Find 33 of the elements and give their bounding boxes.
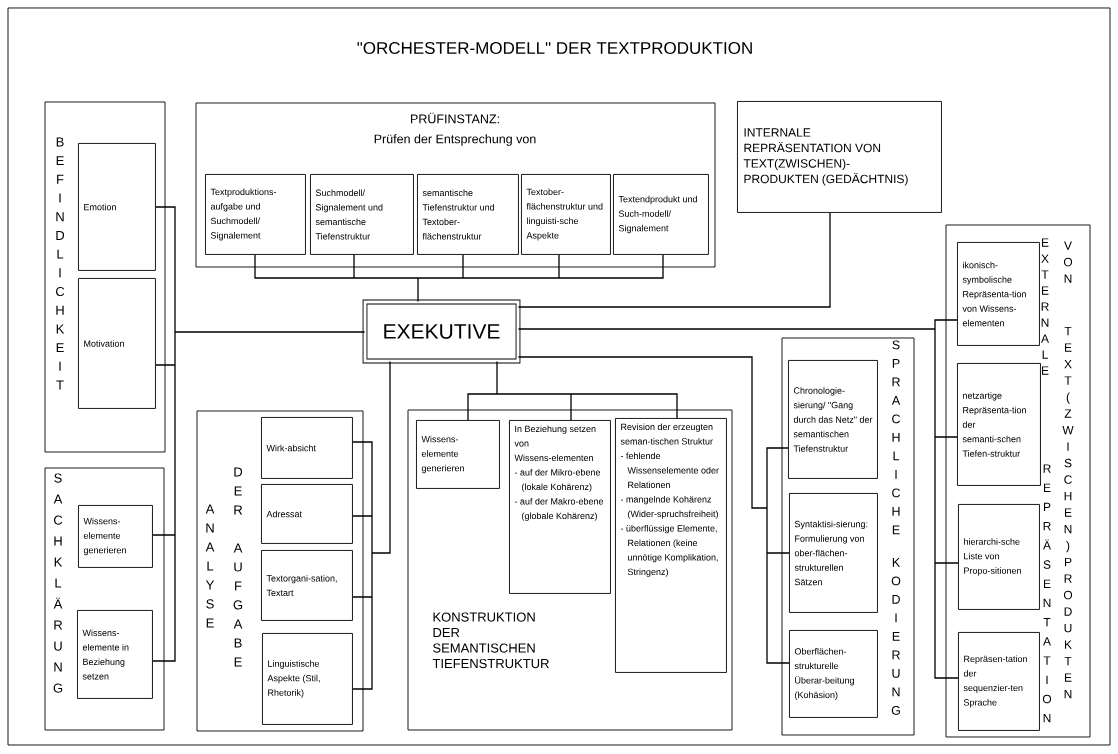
text-box: Wissens-elemente in Beziehung setzen [77,610,153,699]
text-box: Textendprodukt und Such-modell/ Signalement [613,174,709,255]
text-box: ikonisch-symbolische Repräsenta-tion von Wissens-elementen [957,242,1040,346]
text-box: Suchmodell/ Signalement und semantische Tiefenstruktur [310,174,414,255]
connector-line [152,206,366,662]
central-box: EXEKUTIVE [362,299,521,364]
text-box: Textproduktions-aufgabe und Suchmodell/ Signalement [205,174,306,255]
text-box: In Beziehung setzen von Wissens-elementen - auf der Mikro-ebene (lokale Kohärenz) - auf der Makro-ebene (globale Kohärenz) [509,420,611,594]
connector-line [517,319,959,679]
text-box: Motivation [78,278,156,409]
connector-line [254,254,664,303]
text-box: Linguistische Aspekte (Stil, Rhetorik) [262,633,353,725]
text-box: Oberflächen-strukturelle Überar-beitung (Kohäsion) [789,630,878,718]
title: "ORCHESTER-MODELL" DER TEXTPRODUKTION [357,42,752,54]
text-box: Chronologie-sierung/ "Gang durch das Netz" der semantischen Tiefenstruktur [788,360,878,479]
connector-line [467,360,678,421]
connector-line [517,356,790,664]
text-box: netzartige Repräsenta-tion der semanti-schen Tiefen-struktur [957,363,1041,486]
connector-line [352,360,391,690]
text-box: Revision der erzeugten seman-tischen Struktur - fehlende Wissenselemente oder Relationen - mangelnde Kohärenz (Wider-spruchsfreiheit) - überflüssige Elemente, Relationen (keine unnötige Komplikation, Stringenz) [615,418,727,673]
text-box: Textorgani-sation, Textart [261,550,353,621]
text-box: hierarchi-sche Liste von Propo-sitionen [958,504,1040,610]
text-box: Repräsen-tation der sequenzier-ten Sprache [958,632,1040,731]
text-box: semantische Tiefenstruktur und Textober-flächenstruktur [417,174,519,255]
text-box: Wissens-elemente generieren [416,420,500,489]
text-box: INTERNALE REPRÄSENTATION VON TEXT(ZWISCHEN)-PRODUKTEN (GEDÄCHTNIS) [737,101,942,213]
text-box: Wirk-absicht [261,417,353,479]
text-box: Wissens-elemente generieren [78,505,153,568]
text-box: Emotion [78,143,156,271]
text-box: Syntaktisi-sierung: Formulierung von ober-flächen-strukturellen Sätzen [789,493,878,613]
text-box: Textober-flächenstruktur und linguisti-sche Aspekte [521,174,611,255]
text-box: Adressat [261,484,353,544]
connector-line [517,212,831,308]
